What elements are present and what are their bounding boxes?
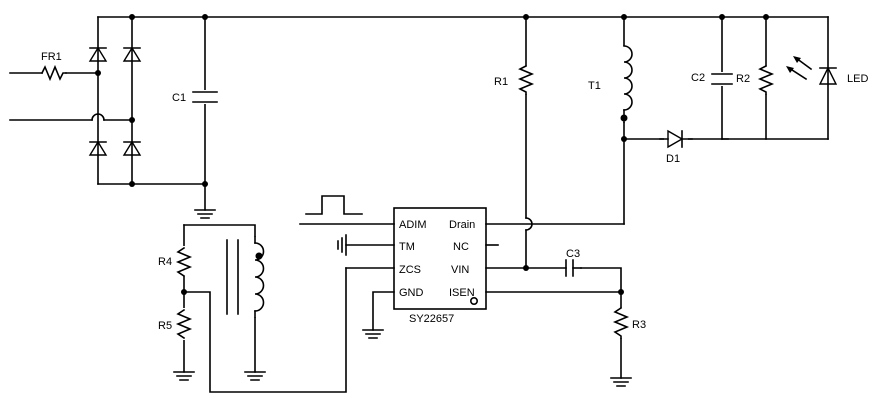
ic-sy22657: ADIM TM ZCS GND Drain NC VIN ISEN: [393, 207, 487, 310]
c1-label: C1: [172, 92, 186, 104]
ic-pin-vin: VIN: [451, 264, 469, 276]
aux-transformer-winding: [226, 236, 265, 318]
ic-pin-adim: ADIM: [399, 219, 427, 231]
bridge-diode-bottom-left: [88, 140, 108, 156]
bridge-diode-top-left: [88, 46, 108, 62]
r4-resistor: [175, 246, 193, 278]
bridge-rectifier: [88, 46, 142, 156]
c3-capacitor: [565, 259, 582, 277]
fr1-resistor: [40, 64, 67, 82]
bridge-diode-bottom-right: [122, 140, 142, 156]
ic-pin-zcs: ZCS: [399, 264, 421, 276]
ground-symbols: [173, 209, 632, 387]
r2-label: R2: [736, 73, 750, 85]
ground-icon: [173, 371, 195, 381]
r1-resistor: [517, 64, 535, 95]
ic-pin-isen: ISEN: [449, 287, 475, 299]
c2-label: C2: [691, 72, 705, 84]
ground-icon: [194, 209, 216, 219]
d1-diode: [659, 129, 693, 149]
led-diode: [786, 56, 838, 85]
r5-label: R5: [158, 320, 172, 332]
ic-pin-tm: TM: [399, 241, 415, 253]
pwm-pulse-waveform: [305, 195, 363, 215]
r5-resistor: [175, 308, 193, 340]
bridge-diode-top-right: [122, 46, 142, 62]
led-label: LED: [847, 73, 868, 85]
c1-capacitor: [190, 90, 220, 104]
r1-label: R1: [494, 76, 508, 88]
ic-pin-gnd: GND: [399, 287, 424, 299]
ground-icon: [244, 371, 266, 381]
c3-label: C3: [566, 248, 580, 260]
ic-pin-drain: Drain: [449, 219, 475, 231]
ground-icon: [362, 329, 384, 339]
r2-resistor: [757, 64, 775, 95]
t1-label: T1: [588, 80, 601, 92]
r4-label: R4: [158, 256, 172, 268]
wires: [9, 16, 829, 393]
ground-icon: [337, 234, 347, 256]
d1-label: D1: [666, 153, 680, 165]
fr1-label: FR1: [41, 51, 62, 63]
ground-icon: [610, 377, 632, 387]
r3-resistor: [612, 306, 630, 339]
r3-label: R3: [632, 319, 646, 331]
ic-part-number: SY22657: [409, 313, 454, 325]
ic-pin-nc: NC: [453, 241, 469, 253]
ic-pin1-marker: [469, 296, 478, 305]
t1-inductor: [616, 45, 634, 123]
junction-dots: [95, 14, 769, 295]
c2-capacitor: [710, 72, 734, 86]
